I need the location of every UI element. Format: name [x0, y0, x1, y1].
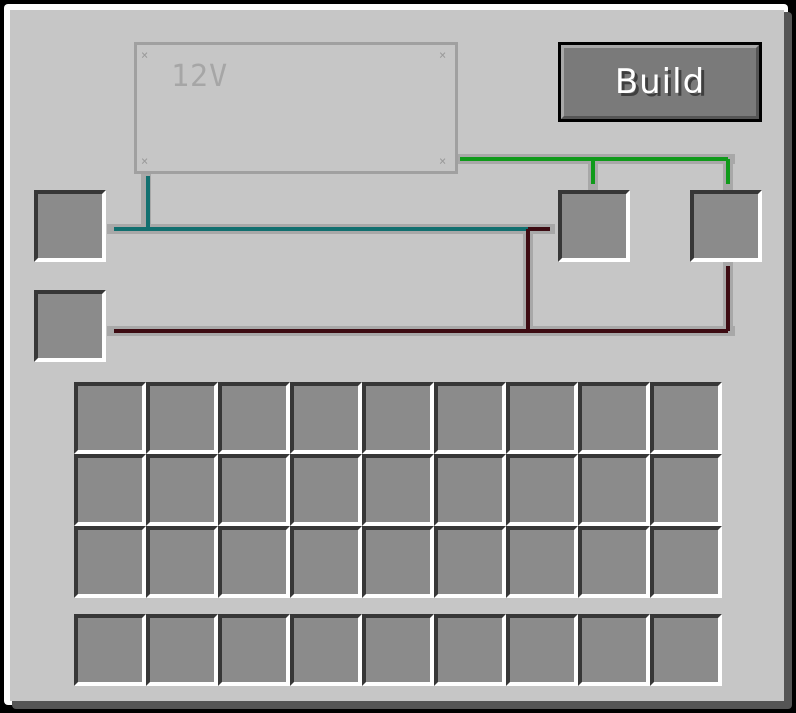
circuit-input-slot-2[interactable]: [34, 290, 106, 362]
hotbar-slot[interactable]: [290, 614, 362, 686]
inventory-slot[interactable]: [218, 382, 290, 454]
inventory-slot[interactable]: [146, 382, 218, 454]
inventory-slot[interactable]: [506, 382, 578, 454]
hotbar-slot[interactable]: [578, 614, 650, 686]
build-button-face: Build: [561, 45, 759, 119]
inventory-slot[interactable]: [74, 526, 146, 598]
inventory-slot[interactable]: [74, 382, 146, 454]
hotbar-slot[interactable]: [74, 614, 146, 686]
inventory-slot[interactable]: [506, 454, 578, 526]
inventory-slot[interactable]: [290, 526, 362, 598]
inventory-slot[interactable]: [146, 454, 218, 526]
inventory-slot[interactable]: [362, 526, 434, 598]
build-button[interactable]: Build: [558, 42, 762, 122]
build-button-label: Build: [614, 62, 706, 102]
inventory-slot[interactable]: [74, 454, 146, 526]
inventory-slot[interactable]: [578, 382, 650, 454]
corner-x-icon: ×: [141, 154, 149, 168]
hotbar-slot[interactable]: [218, 614, 290, 686]
circuit-output-slot-2[interactable]: [690, 190, 762, 262]
circuit-output-slot-1[interactable]: [558, 190, 630, 262]
wire-tracks: [107, 154, 735, 336]
wire-green: [460, 157, 730, 184]
inventory-slot[interactable]: [650, 526, 722, 598]
hotbar-slot[interactable]: [650, 614, 722, 686]
component-voltage-label: 12V: [171, 59, 229, 94]
inventory-slot[interactable]: [146, 526, 218, 598]
corner-x-icon: ×: [141, 48, 149, 62]
inventory-slot[interactable]: [434, 526, 506, 598]
inventory-slot[interactable]: [362, 454, 434, 526]
inventory-slot[interactable]: [362, 382, 434, 454]
component-outline-12v[interactable]: × × × × 12V: [134, 42, 458, 174]
inventory-slot[interactable]: [650, 382, 722, 454]
inventory-slot[interactable]: [434, 454, 506, 526]
hotbar-slot[interactable]: [146, 614, 218, 686]
inventory-slot[interactable]: [578, 526, 650, 598]
inventory-slot[interactable]: [290, 382, 362, 454]
hotbar-slot[interactable]: [506, 614, 578, 686]
inventory-slot[interactable]: [290, 454, 362, 526]
hotbar-slot[interactable]: [362, 614, 434, 686]
wire-maroon: [114, 227, 730, 333]
inventory-slot[interactable]: [434, 382, 506, 454]
inventory-slot[interactable]: [218, 454, 290, 526]
corner-x-icon: ×: [439, 154, 447, 168]
circuit-input-slot-1[interactable]: [34, 190, 106, 262]
inventory-slot[interactable]: [650, 454, 722, 526]
inventory-slot[interactable]: [506, 526, 578, 598]
wire-teal: [114, 176, 528, 231]
inventory-slot[interactable]: [218, 526, 290, 598]
corner-x-icon: ×: [439, 48, 447, 62]
inventory-slot[interactable]: [578, 454, 650, 526]
hotbar-slot[interactable]: [434, 614, 506, 686]
